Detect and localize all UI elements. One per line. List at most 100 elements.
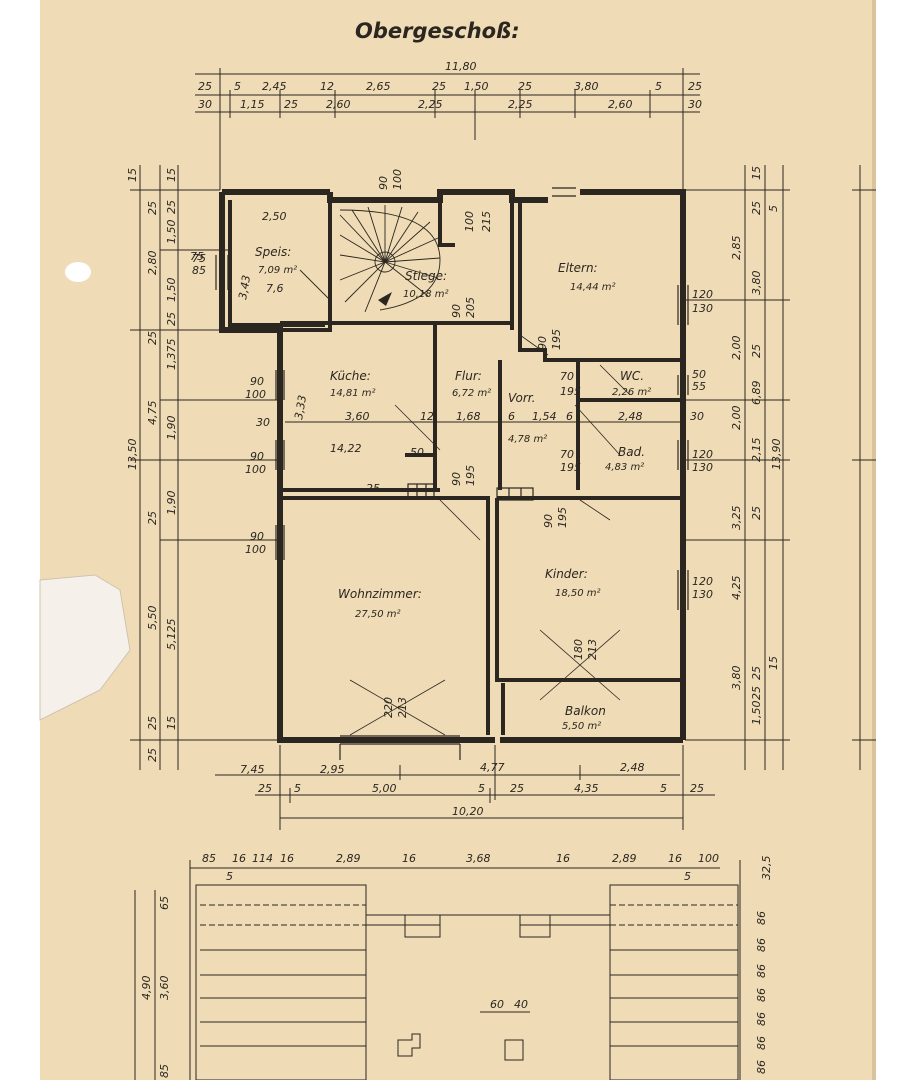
dim-left-inner: 15 25 1,50 75 1,50 1,375 25 1,90 1,90 5,… [165, 168, 204, 730]
dim-label: 25 [165, 200, 178, 214]
dim-label: 195 [464, 465, 477, 486]
lower-plan-lines [134, 860, 741, 1080]
dim-label: 130 [692, 588, 713, 601]
dim-label: 50 [692, 368, 706, 381]
dim-label: 2,48 [620, 761, 645, 774]
dim-label: 65 [158, 896, 171, 910]
dim-label: 25 [510, 782, 524, 795]
dim-label: 100 [463, 211, 476, 232]
bottom-dimension-lines [215, 745, 715, 830]
handwritten-notes: 2,50 7,6 14,22 3,43 3,33 [236, 210, 361, 455]
dim-label: 25 [750, 686, 763, 700]
dim-label: 15 [767, 656, 780, 670]
dim-label: 215 [480, 211, 493, 232]
dim-label: 25 [432, 80, 446, 93]
dim-label: 25 [165, 312, 178, 326]
room-name-kueche: Küche: [330, 369, 371, 383]
dim-label: 5 [767, 205, 780, 212]
dim-label: 195 [560, 461, 581, 474]
dim-label: 1,15 [240, 98, 265, 111]
dim-label: 2,25 [418, 98, 443, 111]
dim-label: 100 [245, 463, 266, 476]
dim-label: 90 [450, 304, 463, 318]
right-edge-marks [852, 189, 876, 741]
dim-label: 195 [556, 507, 569, 528]
dim-label: 130 [692, 461, 713, 474]
dim-right-inner: 25 5 25 6,89 2,15 25 25 25 15 [750, 201, 780, 700]
dim-label: 90 [450, 472, 463, 486]
pencil-note: 14,22 [330, 442, 362, 455]
dim-label: 114 [252, 852, 273, 865]
dim-label: 100 [245, 543, 266, 556]
dim-label: 86 [755, 1036, 768, 1050]
dim-label: 3,60 [345, 410, 370, 423]
room-area-stiege: 10,18 m² [403, 289, 449, 300]
room-area-flur: 6,72 m² [452, 388, 491, 399]
dim-label: 1,50 [165, 278, 178, 303]
dim-label: 100 [698, 852, 719, 865]
top-dimension-lines [195, 68, 700, 190]
dim-label: 2,65 [366, 80, 391, 93]
room-name-balkon: Balkon [565, 704, 606, 718]
dim-label: 3,80 [750, 271, 763, 296]
dim-label: 75 [192, 252, 206, 265]
dim-label: 15 [126, 168, 139, 182]
room-name-stiege: Stiege: [405, 269, 447, 283]
dim-label: 1,90 [165, 491, 178, 516]
dim-label: 25 [688, 80, 702, 93]
dim-label: 5 [234, 80, 241, 93]
dim-label: 4,77 [480, 761, 505, 774]
dim-top-row2: 30 1,15 25 2,60 2,25 2,25 2,60 30 [198, 98, 702, 111]
dim-label: 5,50 [146, 606, 159, 631]
dim-label: 3,80 [730, 666, 743, 691]
dim-label: 120 [692, 288, 713, 301]
dim-label: 6 [508, 410, 515, 423]
dim-label: 4,90 [140, 976, 153, 1001]
room-area-balkon: 5,50 m² [562, 721, 601, 732]
lower-plan-top-dims: 85 16 114 16 2,89 16 3,68 16 2,89 16 100… [202, 852, 773, 883]
dim-label: 4,75 [146, 401, 159, 426]
dim-label: 2,00 [730, 406, 743, 431]
room-area-kueche: 14,81 m² [330, 388, 376, 399]
dim-label: 220 [382, 697, 395, 718]
dim-bottom-row1: 7,45 2,95 4,77 2,48 [240, 761, 645, 776]
dim-label: 16 [280, 852, 294, 865]
room-area-wohnzimmer: 27,50 m² [355, 609, 401, 620]
dim-bottom-total: 10,20 [452, 805, 484, 818]
dim-label: 55 [692, 380, 706, 393]
dim-label: 25 [750, 506, 763, 520]
dim-label: 6,89 [750, 381, 763, 406]
dim-label: 1,68 [456, 410, 481, 423]
dim-label: 50 [410, 446, 424, 459]
dim-label: 25 [690, 782, 704, 795]
dim-label: 32,5 [760, 856, 773, 881]
dim-label: 25 [518, 80, 532, 93]
left-dimension-lines [130, 165, 280, 770]
dim-label: 1,90 [165, 416, 178, 441]
room-name-eltern: Eltern: [558, 261, 598, 275]
pencil-note: 2,50 [262, 210, 287, 223]
dim-label: 2,89 [612, 852, 637, 865]
dim-label: 213 [396, 697, 409, 718]
dim-label: 25 [146, 748, 159, 762]
window-marks [215, 187, 689, 760]
dim-label: 2,95 [320, 763, 345, 776]
dim-label: 2,00 [730, 336, 743, 361]
dim-label: 30 [690, 410, 704, 423]
dim-label: 180 [572, 639, 585, 660]
dim-label: 3,25 [730, 506, 743, 531]
dim-label: 7,45 [240, 763, 265, 776]
dim-label: 25 [284, 98, 298, 111]
dim-label: 195 [550, 329, 563, 350]
dim-label: 90 [250, 450, 264, 463]
dim-label: 5,125 [165, 619, 178, 651]
dim-label: 15 [165, 716, 178, 730]
dim-openings: 90 100 100 215 90 205 90 195 120 130 50 … [192, 169, 713, 718]
dim-label: 2,60 [326, 98, 351, 111]
dim-label: 1,375 [165, 339, 178, 371]
stair-arrow-icon [378, 292, 392, 306]
dim-label: 86 [755, 988, 768, 1002]
room-name-wohnzimmer: Wohnzimmer: [338, 587, 422, 601]
dim-label: 12 [320, 80, 334, 93]
dim-label: 2,45 [262, 80, 287, 93]
